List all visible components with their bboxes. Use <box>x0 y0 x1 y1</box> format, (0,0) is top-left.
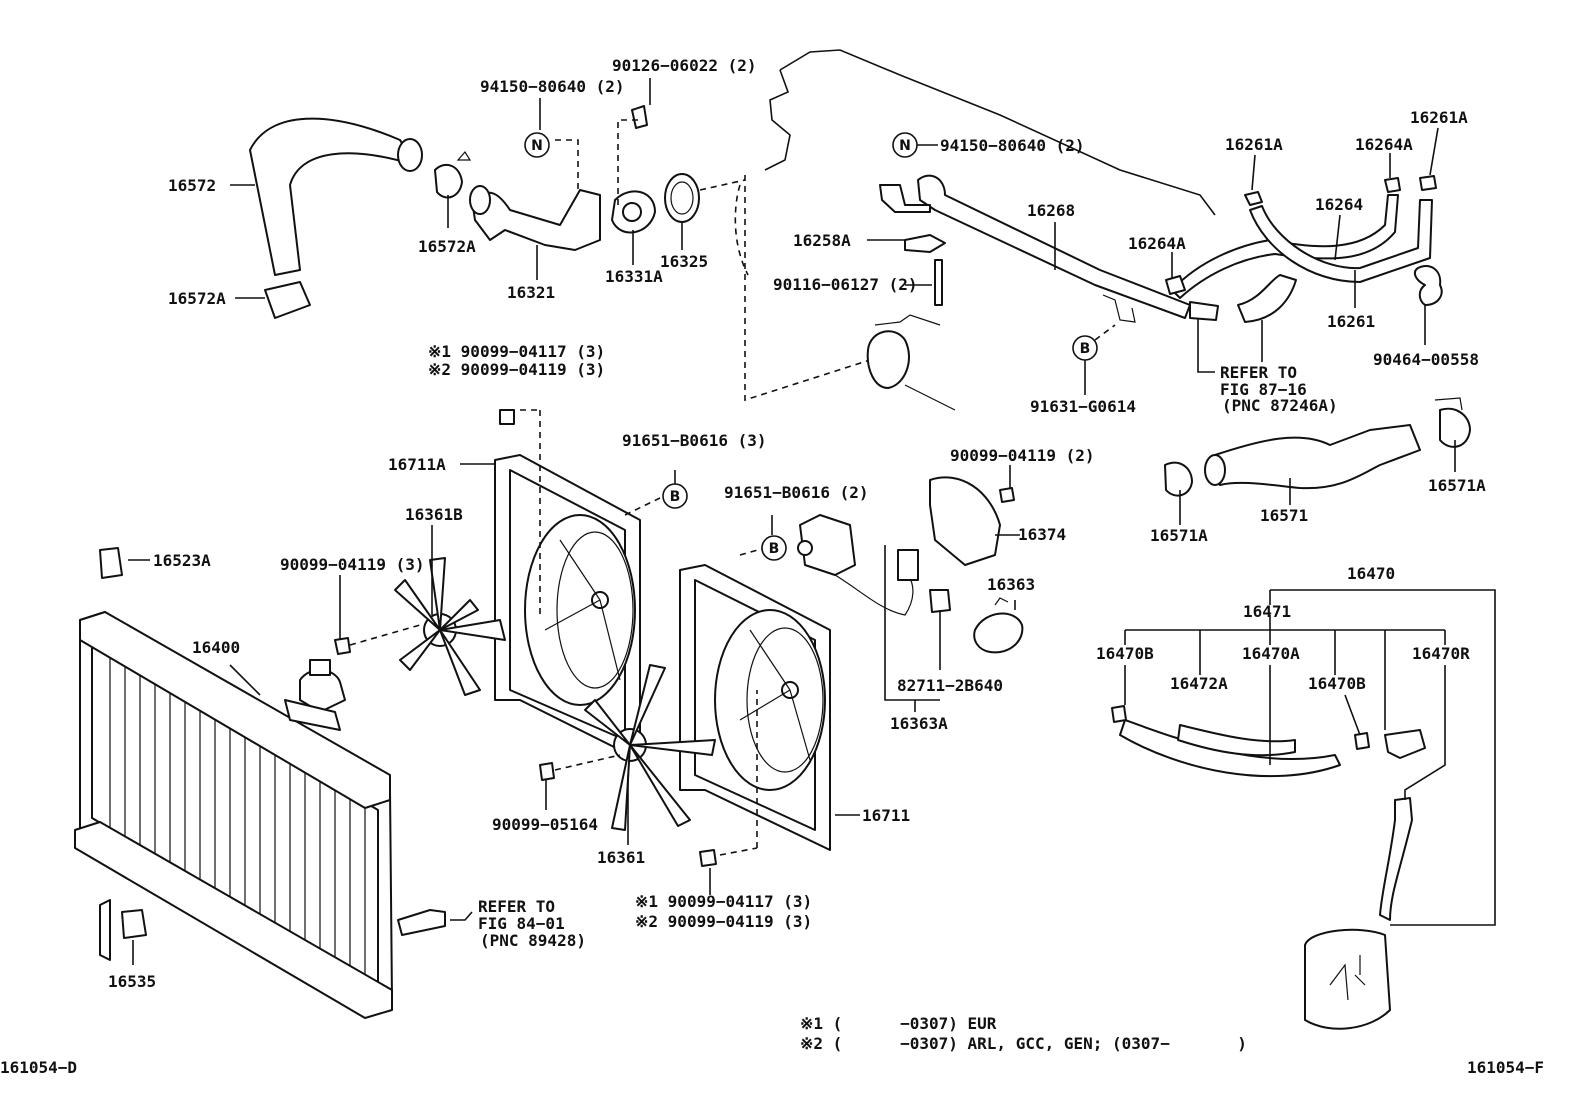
label-16470: 16470 <box>1347 564 1395 583</box>
figure-code-left: 161054−D <box>0 1058 77 1077</box>
label-refer87-line2: FIG 87−16 <box>1220 380 1307 399</box>
label-refer87-line1: REFER TO <box>1220 363 1297 382</box>
label-16470A: 16470A <box>1242 644 1300 663</box>
reservoir-tank <box>1111 705 1426 1030</box>
label-16535: 16535 <box>108 972 156 991</box>
label-16400: 16400 <box>192 638 240 657</box>
label-16571: 16571 <box>1260 506 1308 525</box>
label-90099-05164: 90099−05164 <box>492 815 598 834</box>
symbol-markers: N N B B B <box>524 132 1098 561</box>
label-91651-2: 91651−B0616 (2) <box>724 483 869 502</box>
label-90099-04119-2: 90099−04119 (2) <box>950 446 1095 465</box>
label-16361: 16361 <box>597 848 645 867</box>
n-marker-right <box>892 132 918 158</box>
label-16261A-right: 16261A <box>1410 108 1468 127</box>
b-marker-91651-b-text: B <box>769 541 780 557</box>
radiator <box>74 611 393 1019</box>
n-marker-top-text: N <box>531 138 543 154</box>
label-82711: 82711−2B640 <box>897 676 1003 695</box>
engine-outline <box>734 49 1216 402</box>
label-16572A-top: 16572A <box>418 237 476 256</box>
label-16325: 16325 <box>660 252 708 271</box>
label-91651-3: 91651−B0616 (3) <box>622 431 767 450</box>
label-16523A: 16523A <box>153 551 211 570</box>
n-marker-top <box>524 132 550 158</box>
label-s1-top: ※1 90099−04117 (3) <box>428 342 605 361</box>
label-16571A-left: 16571A <box>1150 526 1208 545</box>
label-16374: 16374 <box>1018 525 1066 544</box>
note-2: ※2 ( −0307) ARL, GCC, GEN; (0307− ) <box>800 1034 1247 1053</box>
label-16363A: 16363A <box>890 714 948 733</box>
label-16363: 16363 <box>987 575 1035 594</box>
label-16470B-right: 16470B <box>1308 674 1366 693</box>
label-16264A-left: 16264A <box>1128 234 1186 253</box>
label-16331A: 16331A <box>605 267 663 286</box>
label-90099-04119-3: 90099−04119 (3) <box>280 555 425 574</box>
label-s1-bottom: ※1 90099−04117 (3) <box>635 892 812 911</box>
label-16321: 16321 <box>507 283 555 302</box>
label-16471: 16471 <box>1243 602 1291 621</box>
label-16711: 16711 <box>862 806 910 825</box>
label-16261A-left: 16261A <box>1225 135 1283 154</box>
label-16264A-right: 16264A <box>1355 135 1413 154</box>
leader-lines <box>128 78 1496 965</box>
label-16711A: 16711A <box>388 455 446 474</box>
small-parts <box>99 409 1015 939</box>
label-refer84-line3: (PNC 89428) <box>480 931 586 950</box>
footer: ※1 ( −0307) EUR ※2 ( −0307) ARL, GCC, GE… <box>0 1014 1544 1077</box>
upper-radiator-hose <box>249 117 472 319</box>
b-marker-91651-a-text: B <box>670 489 681 505</box>
label-refer84-line2: FIG 84−01 <box>478 914 565 933</box>
label-s2-top: ※2 90099−04119 (3) <box>428 360 605 379</box>
label-91631: 91631−G0614 <box>1030 397 1136 416</box>
fan-shroud-sub <box>679 564 831 851</box>
label-94150-top: 94150−80640 (2) <box>480 77 625 96</box>
note-1: ※1 ( −0307) EUR <box>800 1014 997 1033</box>
b-marker-91631 <box>1072 335 1098 361</box>
heater-pipes <box>1165 175 1443 323</box>
label-16470B-left: 16470B <box>1096 644 1154 663</box>
fan-16361 <box>584 664 716 831</box>
label-16268: 16268 <box>1027 201 1075 220</box>
lower-radiator-hose <box>1164 397 1471 497</box>
label-refer87-line3: (PNC 87246A) <box>1222 396 1338 415</box>
fan-16361B <box>394 557 506 696</box>
label-16361B: 16361B <box>405 505 463 524</box>
n-marker-right-text: N <box>899 138 911 154</box>
label-16572A-bottom: 16572A <box>168 289 226 308</box>
b-marker-91651-b <box>761 535 787 561</box>
label-16470R: 16470R <box>1412 644 1470 663</box>
figure-code-right: 161054−F <box>1467 1058 1544 1077</box>
label-94150-right: 94150−80640 (2) <box>940 136 1085 155</box>
fan-motor-assembly <box>797 476 1024 654</box>
water-outlet-assembly <box>469 105 746 251</box>
label-s2-bottom: ※2 90099−04119 (3) <box>635 912 812 931</box>
label-90116: 90116−06127 (2) <box>773 275 918 294</box>
label-90126: 90126−06022 (2) <box>612 56 757 75</box>
label-16472A: 16472A <box>1170 674 1228 693</box>
part-labels: 16572 16572A 16572A 16321 16331A 16325 9… <box>108 56 1486 991</box>
label-16264: 16264 <box>1315 195 1363 214</box>
label-16571A-right: 16571A <box>1428 476 1486 495</box>
label-90464: 90464−00558 <box>1373 350 1479 369</box>
bypass-pipe <box>866 174 1219 411</box>
label-16258A: 16258A <box>793 231 851 250</box>
label-16261: 16261 <box>1327 312 1375 331</box>
b-marker-91631-text: B <box>1080 341 1091 357</box>
fan-shroud-main <box>494 454 641 761</box>
label-refer84-line1: REFER TO <box>478 897 555 916</box>
b-marker-91651-a <box>662 483 688 509</box>
label-16572: 16572 <box>168 176 216 195</box>
